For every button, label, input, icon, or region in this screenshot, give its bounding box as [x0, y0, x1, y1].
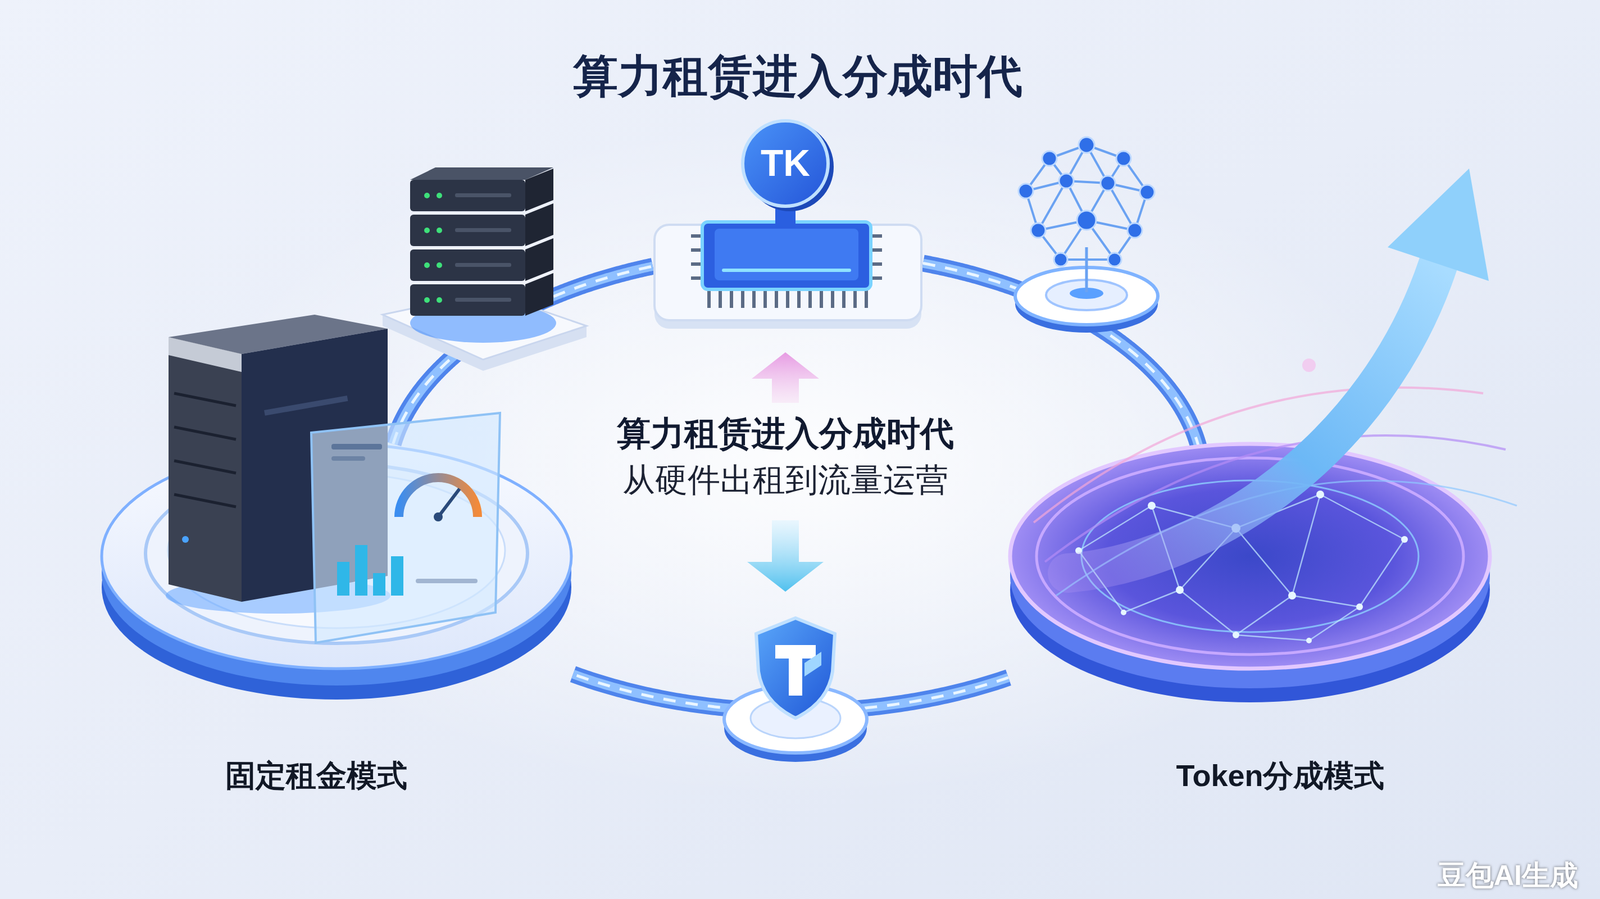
left-platform [101, 314, 572, 700]
label-anchor: 算力租赁进入分成时代 [616, 413, 954, 454]
server-rack [382, 167, 587, 371]
network-sphere [1015, 137, 1158, 333]
chip-node: TK [652, 117, 924, 329]
right-platform [1010, 168, 1517, 703]
mode-label: Token分成模式 [1175, 757, 1385, 794]
chip-board [654, 120, 922, 329]
shield-icon [724, 617, 867, 762]
ring-connector [923, 263, 1200, 450]
title: 算力租赁进入分成时代 [573, 49, 1023, 104]
label-anchor: 豆包AI生成 [1437, 858, 1579, 893]
center-subheading: 从硬件出租到流量运营 [622, 460, 949, 500]
platform-node: Token分成模式 [1008, 449, 1492, 804]
center-heading: 算力租赁进入分成时代 [616, 413, 954, 454]
down-arrow [747, 520, 824, 592]
platform-node: 固定租金模式 [101, 443, 574, 798]
coin-label: TK [760, 141, 811, 186]
label-anchor: 从硬件出租到流量运营 [622, 460, 949, 500]
watermark: 豆包AI生成 [1437, 858, 1579, 893]
ring-track [923, 263, 1200, 450]
ring-track-inner [923, 263, 1200, 450]
title-anchor: 算力租赁进入分成时代 [573, 49, 1023, 104]
mode-label: 固定租金模式 [225, 757, 408, 794]
ring-track-dash [923, 263, 1200, 450]
up-arrow [751, 352, 820, 403]
